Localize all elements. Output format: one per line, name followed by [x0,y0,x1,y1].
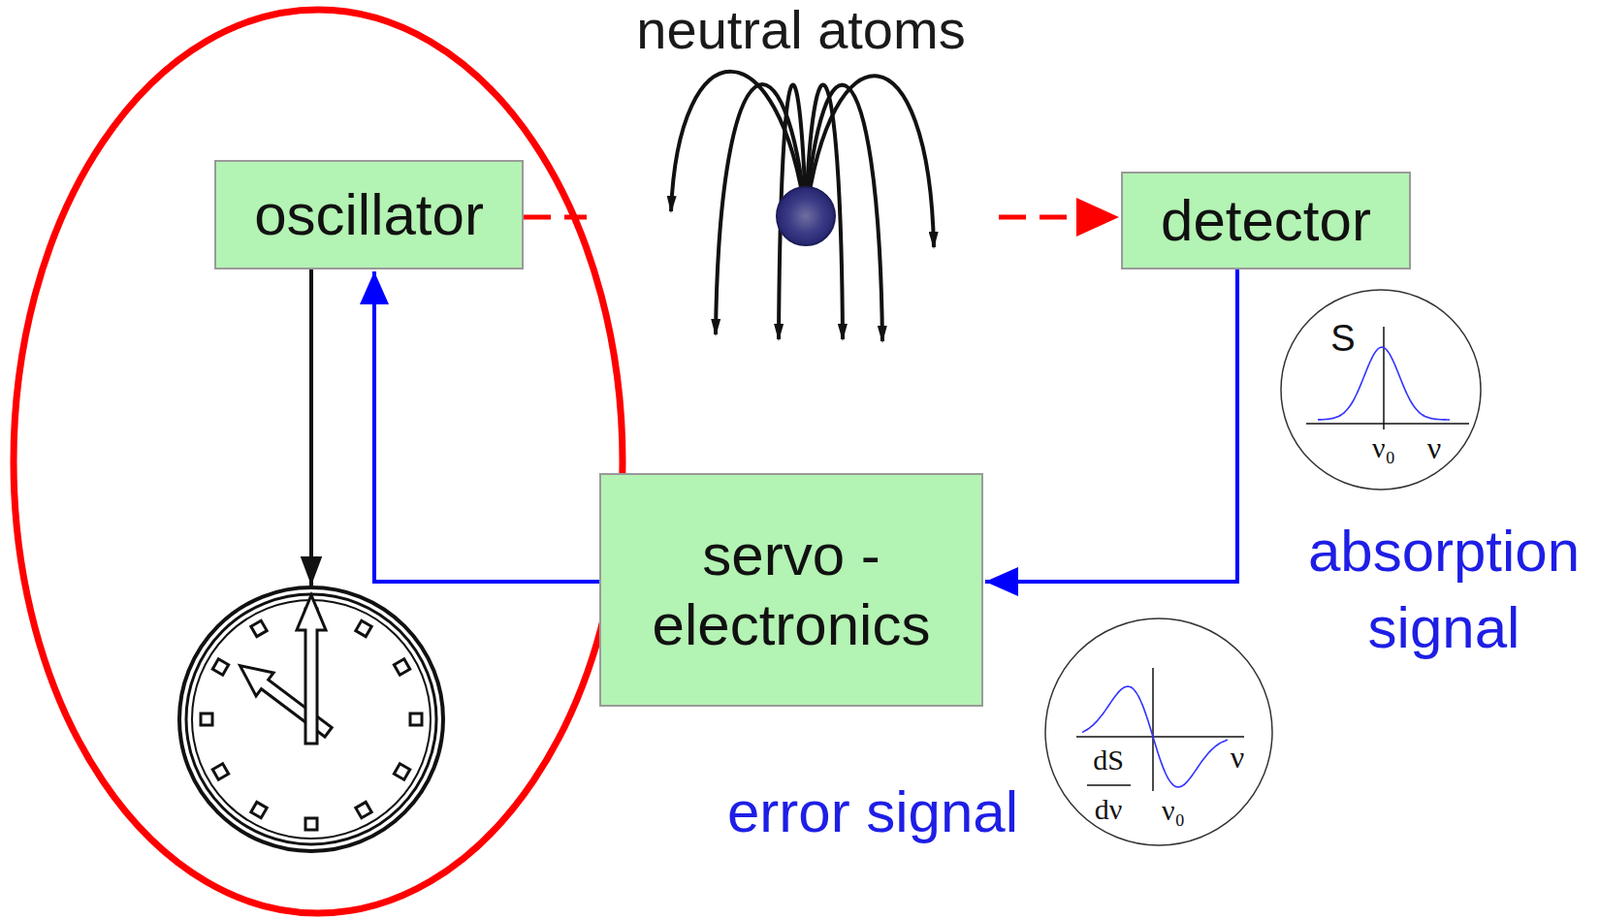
hour-marker [200,713,213,726]
signal-axis [1152,668,1154,792]
atom-cloud [776,187,835,246]
signal-inset: dS dν ν₀ ν [1043,616,1275,848]
clock-symbol [179,587,444,852]
probe-beam [523,215,1120,221]
hour-marker [212,764,228,780]
inset-frame [1280,289,1481,490]
axis-label: ν₀ [1161,796,1185,826]
frequency-axis [1306,422,1470,425]
process-box: servo - electronics [599,473,984,707]
process-box: oscillator [214,160,524,270]
hour-marker [355,620,372,637]
inset-graph [1043,616,1275,848]
axis-label: S [1330,320,1355,357]
signal-curve [1082,686,1228,788]
minute-hand [296,595,326,744]
signal-axis [1382,326,1385,430]
fraction-bar [1087,784,1131,787]
hour-hand [230,654,337,745]
box-label: detector [1160,186,1372,256]
hour-marker [251,801,267,818]
process-box: detector [1120,171,1411,270]
hour-marker [251,620,267,637]
box-label: servo - electronics [616,520,966,661]
hour-marker [212,659,228,675]
inset-frame [1045,618,1273,846]
hour-marker [305,818,318,831]
highlight-ellipse [13,9,623,914]
signal-curve [1317,347,1450,420]
caption-text: neutral atoms [577,0,1024,61]
feedback-line [374,271,600,582]
axis-label: dν [1094,795,1123,825]
signal-label: absorption signal [1298,512,1590,667]
clock-feed-arrow [309,269,314,586]
axis-label: ν [1230,741,1245,773]
axis-label: ν₀ [1372,433,1396,463]
hour-marker [355,801,372,818]
clock-rim [179,587,444,852]
box-label: oscillator [254,180,484,251]
clock-rim [186,594,437,845]
signal-label: error signal [712,778,1033,847]
hour-marker [410,713,422,726]
frequency-axis [1076,736,1245,738]
hour-marker [393,764,410,780]
axis-label: ν [1427,432,1441,464]
axis-label: dS [1092,745,1124,775]
signal-inset: Sν₀ ν [1279,288,1483,492]
feedback-line [985,269,1238,582]
hour-marker [393,659,410,675]
atom-fountain [671,71,934,342]
